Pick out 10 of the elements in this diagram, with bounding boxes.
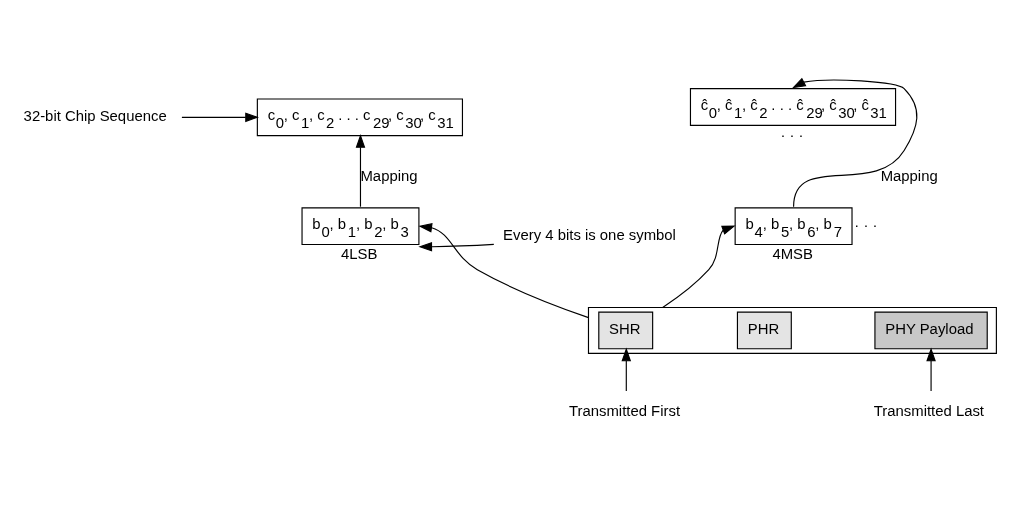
- node-text: Transmitted First: [568, 402, 680, 419]
- node-text: Transmitted Last: [873, 402, 984, 419]
- node-label: 4LSB: [340, 245, 377, 262]
- node-label: · · ·: [853, 217, 877, 234]
- node-text: 32-bit Chip Sequence: [23, 108, 167, 125]
- edge-label: Mapping: [359, 167, 418, 184]
- node-label: 4MSB: [771, 245, 813, 262]
- edge-label: Mapping: [880, 167, 938, 184]
- node-text: Every 4 bits is one symbol: [502, 227, 676, 244]
- node-label: · · ·: [779, 126, 804, 143]
